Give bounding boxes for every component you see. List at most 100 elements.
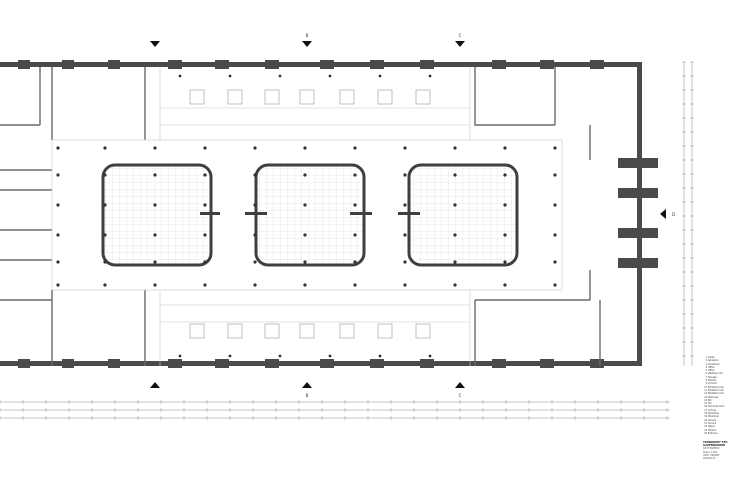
exhibition-hall-2 <box>254 163 366 267</box>
entrance-pier <box>618 188 658 198</box>
wall-pier <box>265 60 279 69</box>
column <box>353 260 357 264</box>
exhibition-hall-1 <box>101 163 213 267</box>
column <box>453 146 457 150</box>
column <box>278 74 282 78</box>
column <box>328 74 332 78</box>
column <box>253 173 257 177</box>
legend-number: 22 <box>704 425 707 429</box>
legend-label: WC <box>708 402 712 406</box>
column <box>503 233 507 237</box>
column <box>253 203 257 207</box>
column <box>153 203 157 207</box>
legend-number: 16 <box>704 405 707 409</box>
east-core-walls <box>474 67 590 366</box>
display-case <box>339 323 355 339</box>
section-arrow <box>660 209 666 219</box>
column <box>178 74 182 78</box>
wall-pier <box>590 359 604 368</box>
legend-label: Lobby <box>708 356 715 359</box>
column <box>503 260 507 264</box>
column <box>56 233 60 237</box>
column <box>353 173 357 177</box>
legend-number: 5 <box>705 369 707 373</box>
title-line: ARKUSZ 01 <box>703 457 716 461</box>
west-rooms <box>0 67 52 301</box>
legend-label: Meeting room <box>708 372 724 376</box>
column <box>103 173 107 177</box>
legend-number: 14 <box>704 398 707 402</box>
title-line: RZUT PARTERU <box>703 447 720 451</box>
wall-pier <box>265 359 279 368</box>
west-core-walls <box>51 67 146 366</box>
column <box>303 233 307 237</box>
column <box>403 173 407 177</box>
legend-label: Reception <box>708 359 719 363</box>
section-label: D <box>672 212 675 217</box>
entrance-pier <box>618 158 658 168</box>
column <box>453 260 457 264</box>
wall-pier <box>420 60 434 69</box>
legend-label: Depot <box>708 425 715 429</box>
section-arrow <box>302 41 312 47</box>
section-labels: B C B C D <box>306 33 675 398</box>
display-cases <box>189 89 431 339</box>
wall-pier <box>108 359 120 368</box>
section-arrow <box>455 41 465 47</box>
legend-number: 11 <box>704 388 707 392</box>
legend-label: Terrace <box>708 428 716 432</box>
section-arrow <box>150 41 160 47</box>
legend-number: 21 <box>704 421 707 425</box>
column <box>103 203 107 207</box>
section-markers <box>150 41 666 388</box>
hall-outline <box>407 163 519 267</box>
wall-pier <box>18 359 30 368</box>
column <box>453 173 457 177</box>
column <box>403 260 407 264</box>
legend-label: Cloakroom <box>708 362 720 366</box>
legend-number: 24 <box>704 431 707 435</box>
column <box>203 233 207 237</box>
legend-number: 19 <box>704 415 707 419</box>
wall-pier <box>590 60 604 69</box>
display-case <box>189 89 205 105</box>
column <box>203 203 207 207</box>
legend-number: 4 <box>705 365 707 369</box>
hall-outline <box>254 163 366 267</box>
column <box>103 283 107 287</box>
wall-pier <box>215 60 229 69</box>
legend-label: Entrance <box>708 431 718 435</box>
column <box>303 283 307 287</box>
column <box>203 283 207 287</box>
legend-label: Staircase <box>708 395 719 399</box>
legend-number: 6 <box>705 372 707 376</box>
column <box>553 203 557 207</box>
column <box>553 283 557 287</box>
legend-number: 15 <box>704 402 707 406</box>
column <box>228 354 232 358</box>
section-label: C <box>459 33 462 38</box>
hall-outline <box>101 163 213 267</box>
legend-number: 9 <box>705 382 707 386</box>
column <box>428 354 432 358</box>
dimension-ticks-vertical <box>682 61 694 357</box>
legend-number: 13 <box>704 395 707 399</box>
display-case <box>415 89 431 105</box>
display-case <box>227 89 243 105</box>
wall-pier <box>215 359 229 368</box>
legend-label: Kitchen <box>708 379 717 383</box>
title-line: SKALA 1:200 <box>703 450 718 454</box>
display-case <box>264 323 280 339</box>
drafting-lines <box>51 67 563 366</box>
column <box>503 283 507 287</box>
column <box>303 260 307 264</box>
